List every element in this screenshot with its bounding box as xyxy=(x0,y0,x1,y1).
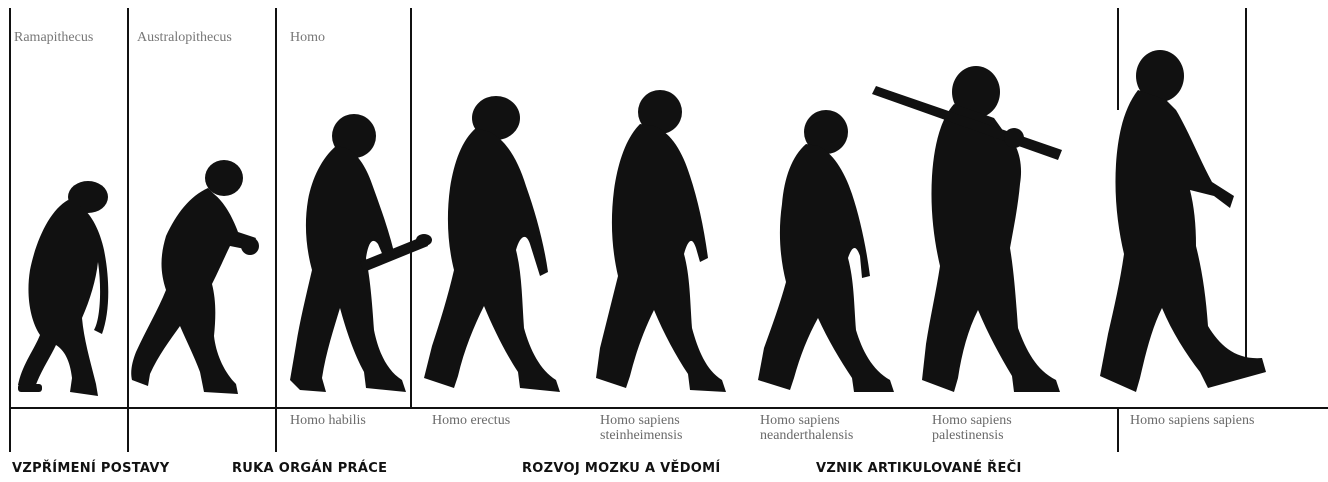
species-label: Homo sapiens steinheimensis xyxy=(600,413,682,443)
species-label: Homo sapiens neanderthalensis xyxy=(760,413,853,443)
header-homo: Homo xyxy=(290,30,325,45)
species-line: Homo sapiens sapiens xyxy=(1130,413,1254,428)
species-line: Homo sapiens xyxy=(600,413,682,428)
species-line: steinheimensis xyxy=(600,428,682,443)
header-australopithecus: Australopithecus xyxy=(137,30,232,45)
species-line: Homo sapiens xyxy=(932,413,1012,428)
species-label: Homo erectus xyxy=(432,413,510,428)
species-label: Homo sapiens palestinensis xyxy=(932,413,1012,443)
species-label: Homo habilis xyxy=(290,413,366,428)
homo-sapiens-sapiens-figure xyxy=(1100,50,1266,392)
species-line: Homo erectus xyxy=(432,413,510,428)
homo-erectus-figure xyxy=(424,96,560,392)
stage-caption: ROZVOJ MOZKU A VĚDOMÍ xyxy=(522,461,721,476)
species-line: neanderthalensis xyxy=(760,428,853,443)
palestinensis-figure xyxy=(872,66,1062,392)
species-line: Homo habilis xyxy=(290,413,366,428)
stage-caption: RUKA ORGÁN PRÁCE xyxy=(232,461,387,476)
header-ramapithecus: Ramapithecus xyxy=(14,30,93,45)
stage-caption: VZNIK ARTIKULOVANÉ ŘEČI xyxy=(816,461,1022,476)
stage-caption: VZPŘÍMENÍ POSTAVY xyxy=(12,461,169,476)
steinheimensis-figure xyxy=(596,90,726,392)
species-label: Homo sapiens sapiens xyxy=(1130,413,1254,428)
ramapithecus-figure xyxy=(18,181,108,396)
species-line: Homo sapiens xyxy=(760,413,853,428)
species-line: palestinensis xyxy=(932,428,1012,443)
neanderthalensis-figure xyxy=(758,110,894,392)
australopithecus-figure xyxy=(131,160,259,394)
